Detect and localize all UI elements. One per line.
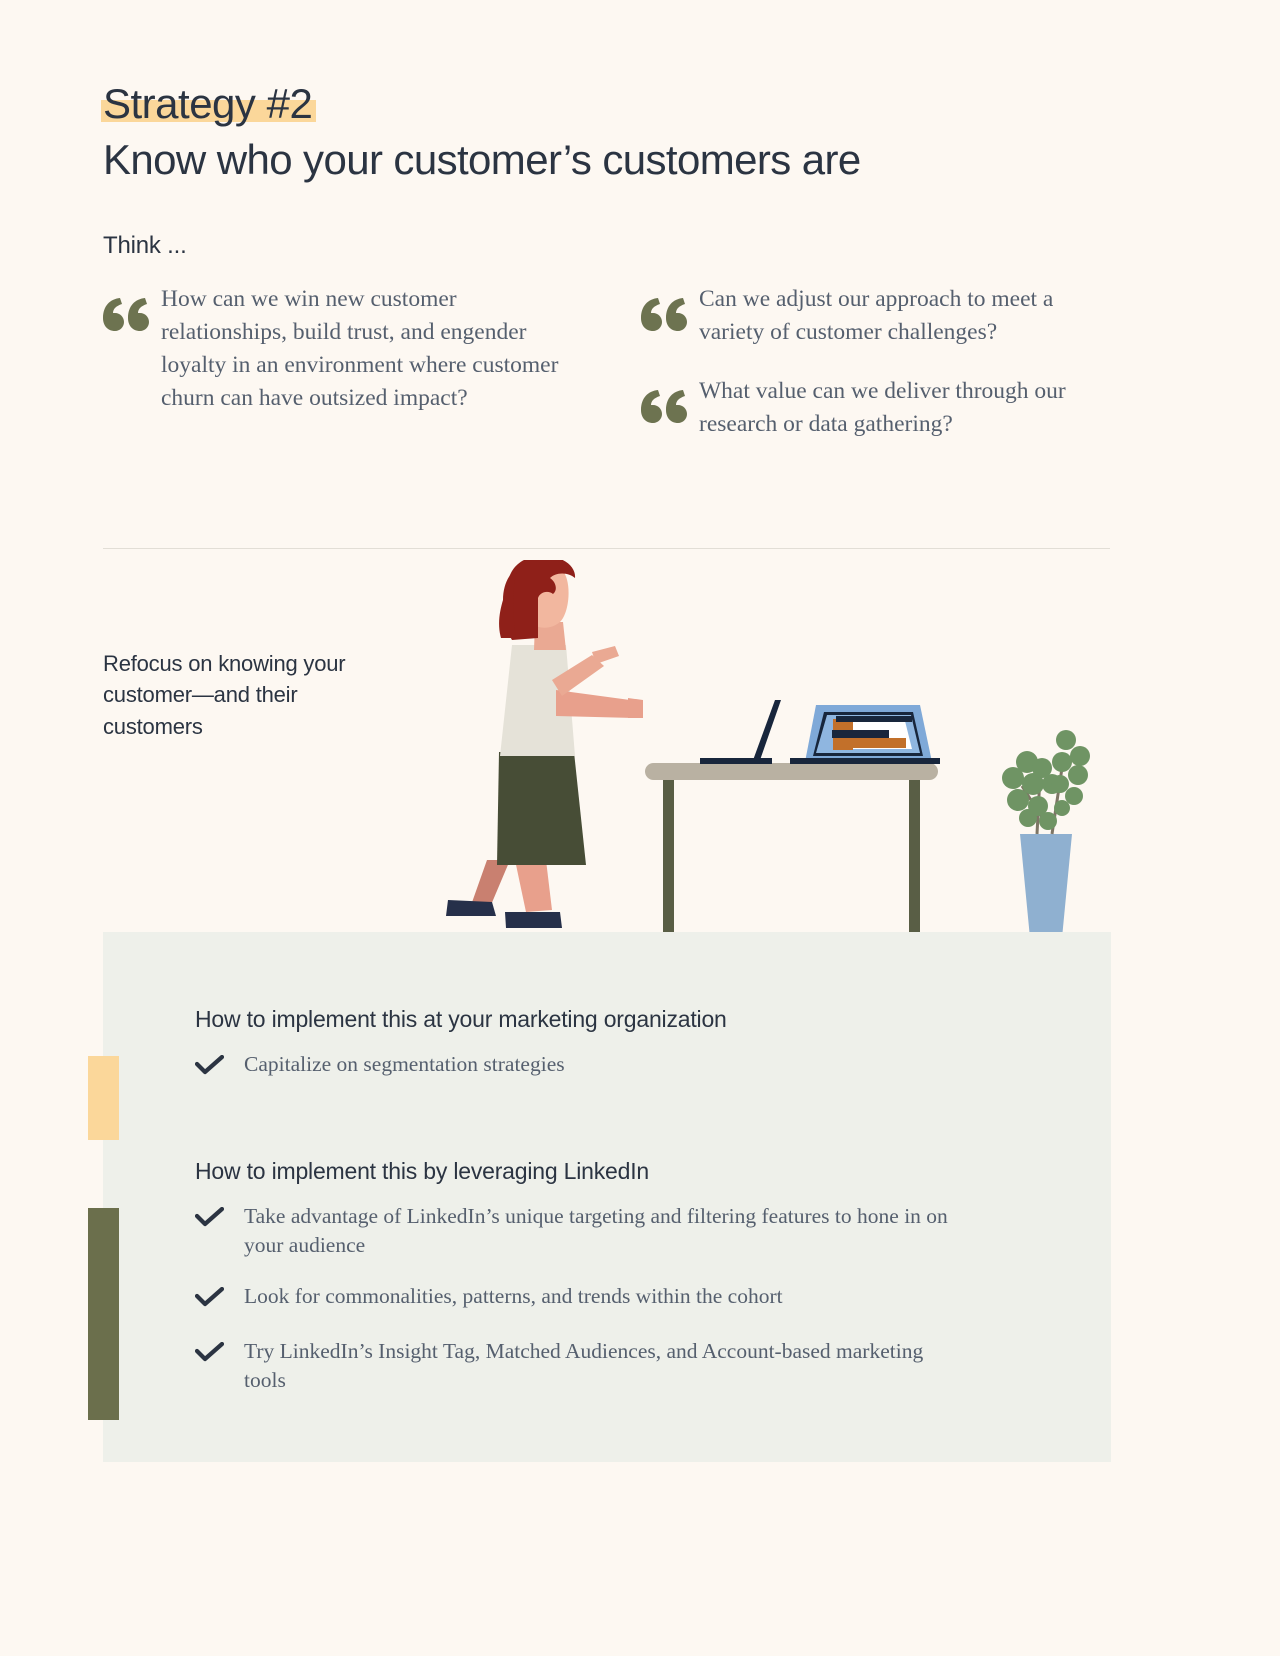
strategy-label-wrap: Strategy #2 [101, 80, 317, 127]
section-title: How to implement this by leveraging Link… [195, 1158, 649, 1184]
accent-bar-linkedin [88, 1208, 119, 1420]
check-icon [195, 1050, 244, 1079]
section-marketing-organization: How to implement this at your marketing … [195, 1006, 995, 1101]
quotes-column-left: How can we win new customer relationship… [103, 283, 573, 467]
section-divider [103, 548, 1110, 549]
quote-text: How can we win new customer relationship… [161, 286, 559, 411]
quote-item: Can we adjust our approach to meet a var… [641, 283, 1081, 349]
laptop-left-shape [700, 700, 781, 764]
list-item-text: Capitalize on segmentation strategies [244, 1052, 565, 1076]
quote-text: What value can we deliver through our re… [699, 377, 1066, 437]
section-leveraging-linkedin: How to implement this by leveraging Link… [195, 1158, 995, 1417]
desk-scene-illustration [0, 555, 1280, 960]
list-item-text: Take advantage of LinkedIn’s unique targ… [244, 1204, 948, 1258]
list-item-text: Look for commonalities, patterns, and tr… [244, 1284, 783, 1309]
highlight-bar [101, 100, 317, 123]
quote-item: How can we win new customer relationship… [103, 283, 573, 415]
strategy-label: Strategy #2 [103, 80, 313, 127]
quotes-column-right: Can we adjust our approach to meet a var… [641, 283, 1081, 467]
list-item: Take advantage of LinkedIn’s unique targ… [195, 1202, 995, 1260]
check-icon [195, 1202, 244, 1260]
accent-bar-marketing [88, 1056, 119, 1140]
section-title: How to implement this at your marketing … [195, 1006, 727, 1032]
quote-mark-icon [641, 289, 699, 349]
quote-text: Can we adjust our approach to meet a var… [699, 286, 1054, 345]
quote-mark-icon [641, 381, 699, 441]
check-icon [195, 1337, 244, 1395]
laptop-right-shape [790, 705, 940, 764]
list-item: Try LinkedIn’s Insight Tag, Matched Audi… [195, 1337, 995, 1395]
quotes-section: How can we win new customer relationship… [103, 283, 1113, 467]
think-label: Think ... [103, 232, 187, 259]
illustration-caption: Refocus on knowing your customer—and the… [103, 651, 346, 739]
desk-shape [645, 763, 938, 938]
page-header: Strategy #2 Know who your customer’s cus… [101, 80, 1083, 184]
list-item-text: Try LinkedIn’s Insight Tag, Matched Audi… [244, 1339, 924, 1393]
check-icon [195, 1282, 244, 1311]
page-title: Know who your customer’s customers are [103, 136, 861, 184]
list-item: Look for commonalities, patterns, and tr… [195, 1282, 995, 1311]
woman-figure-shape [446, 555, 643, 928]
quote-mark-icon [103, 289, 161, 415]
implementation-panel [103, 932, 1111, 1462]
quote-item: What value can we deliver through our re… [641, 375, 1081, 441]
list-item: Capitalize on segmentation strategies [195, 1050, 995, 1079]
potted-plant-shape [1002, 730, 1090, 938]
